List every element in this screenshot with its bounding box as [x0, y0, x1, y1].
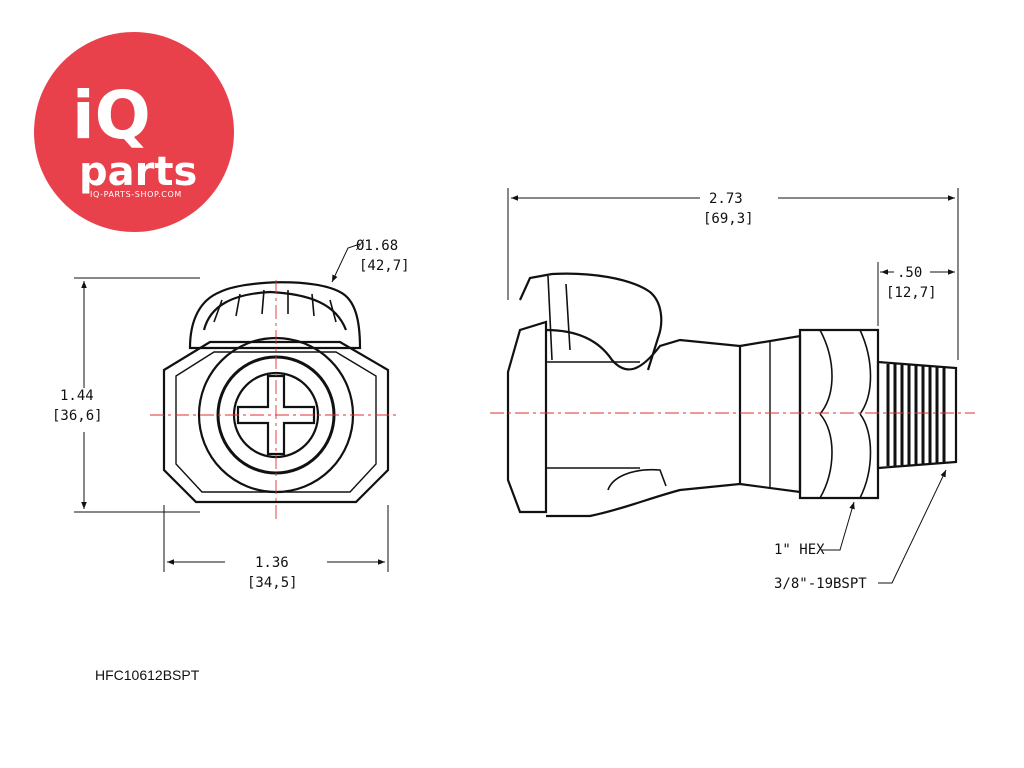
side-hex-flats	[819, 329, 833, 499]
logo-tagline: IQ-PARTS-SHOP.COM	[90, 190, 182, 199]
side-thread-length-label: .50	[897, 265, 922, 281]
front-diameter-label: Ø1.68	[356, 238, 398, 254]
side-latch-details	[547, 275, 571, 361]
logo-text-iq: iQ	[72, 77, 151, 154]
front-height-mm-label: [36,6]	[52, 408, 103, 424]
front-valve-cross	[236, 374, 316, 456]
front-height-label: 1.44	[60, 388, 94, 404]
side-hex-flats-2	[859, 329, 872, 499]
brand-logo: iQ parts IQ-PARTS-SHOP.COM	[34, 32, 234, 232]
side-thread-teeth	[886, 364, 946, 466]
side-thread-length-mm-label: [12,7]	[886, 285, 937, 301]
front-latch-ribs	[213, 289, 337, 323]
side-badge	[607, 468, 667, 491]
front-width-label: 1.36	[255, 555, 289, 571]
hex-size-label: 1" HEX	[774, 542, 825, 558]
part-number: HFC10612BSPT	[95, 667, 200, 683]
front-width-mm-label: [34,5]	[247, 575, 298, 591]
side-dimensions	[507, 188, 959, 584]
side-length-mm-label: [69,3]	[703, 211, 754, 227]
side-body-outline	[545, 328, 742, 518]
side-latch-outline	[518, 272, 663, 371]
side-front-face	[506, 320, 548, 514]
logo-text-parts: parts	[79, 149, 197, 195]
front-latch-inner	[202, 290, 348, 331]
side-length-label: 2.73	[709, 191, 743, 207]
front-centerlines	[150, 280, 400, 520]
side-view	[506, 272, 958, 518]
side-body-lines	[546, 361, 640, 469]
front-hex-inner	[175, 351, 377, 493]
logo-circle	[34, 32, 234, 232]
front-latch-outline	[188, 281, 362, 350]
front-dimensions	[74, 243, 389, 572]
thread-spec-label: 3/8"-19BSPT	[774, 576, 867, 592]
front-diameter-mm-label: [42,7]	[359, 258, 410, 274]
side-hex	[798, 328, 880, 500]
